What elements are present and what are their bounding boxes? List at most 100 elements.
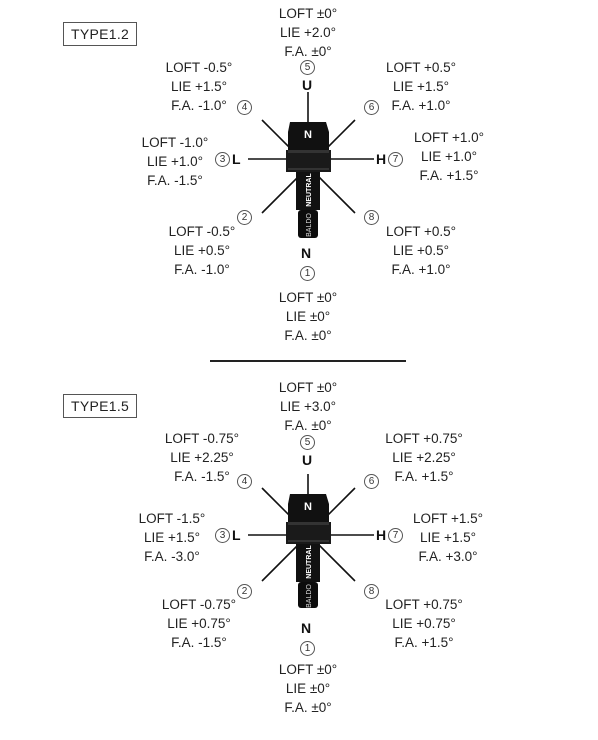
spec-position-1: LOFT ±0° LIE ±0° F.A. ±0° [264,288,352,345]
loft-value: LOFT -0.5° [165,60,233,75]
spec-position-5: LOFT ±0° LIE +3.0° F.A. ±0° [264,378,352,435]
brand-text: BALDO [306,213,313,237]
face-angle-value: F.A. ±0° [284,418,332,433]
shaft-text: NEUTRAL [306,173,313,207]
position-number-7: 7 [388,528,403,543]
face-angle-value: F.A. -1.5° [174,469,230,484]
position-number-7: 7 [388,152,403,167]
face-angle-value: F.A. +1.0° [391,262,451,277]
face-angle-value: F.A. ±0° [284,44,332,59]
position-number-8: 8 [364,584,379,599]
face-angle-value: F.A. +1.5° [419,168,479,183]
brand-text: BALDO [306,584,313,608]
lie-value: LIE +0.75° [167,616,231,631]
adapter-diagram: N NEUTRAL BALDO [248,474,374,608]
face-angle-value: F.A. -1.5° [171,635,227,650]
lie-value: LIE +1.0° [420,149,478,164]
loft-value: LOFT +0.75° [385,431,463,446]
loft-value: LOFT +1.0° [413,130,485,145]
type-label: TYPE1.5 [63,394,138,418]
position-number-1: 1 [300,641,315,656]
loft-value: LOFT -0.75° [164,431,240,446]
adapter-sleeve [286,494,331,608]
spec-position-3: LOFT -1.5° LIE +1.5° F.A. -3.0° [130,509,214,566]
position-number-3: 3 [215,152,230,167]
type-label: TYPE1.2 [63,22,138,46]
loft-value: LOFT -1.0° [141,135,209,150]
lie-value: LIE +0.5° [173,243,231,258]
position-number-4: 4 [237,474,252,489]
top-mark: N [304,501,312,513]
top-mark: N [304,129,312,141]
spec-position-4: LOFT -0.75° LIE +2.25° F.A. -1.5° [152,429,252,486]
section-divider [210,360,406,362]
position-number-5: 5 [300,435,315,450]
spec-position-2: LOFT -0.5° LIE +0.5° F.A. -1.0° [160,222,244,279]
face-angle-value: F.A. -1.0° [171,98,227,113]
lie-value: LIE +1.5° [170,79,228,94]
spec-position-7: LOFT +1.5° LIE +1.5° F.A. +3.0° [406,509,490,566]
loft-value: LOFT +0.5° [385,224,457,239]
lie-value: LIE +1.5° [419,530,477,545]
diagram-type-1-5: TYPE1.5 N NEUTRAL BALDO LOFT ±0° LIE +3.… [0,380,598,740]
direction-low: L [232,151,241,167]
lie-value: LIE +1.5° [392,79,450,94]
loft-value: LOFT ±0° [278,290,338,305]
lie-value: LIE +2.25° [170,450,234,465]
position-number-2: 2 [237,210,252,225]
position-number-5: 5 [300,60,315,75]
position-number-1: 1 [300,266,315,281]
spec-position-5: LOFT ±0° LIE +2.0° F.A. ±0° [264,4,352,61]
lie-value: LIE +1.5° [143,530,201,545]
shaft-text: NEUTRAL [306,545,313,579]
direction-high: H [376,527,387,543]
adapter-sleeve [286,122,331,238]
spec-position-8: LOFT +0.5° LIE +0.5° F.A. +1.0° [378,222,464,279]
loft-value: LOFT ±0° [278,6,338,21]
lie-value: LIE +2.0° [279,25,337,40]
lie-value: LIE +0.5° [392,243,450,258]
face-angle-value: F.A. -3.0° [144,549,200,564]
spec-position-1: LOFT ±0° LIE ±0° F.A. ±0° [264,660,352,717]
direction-neutral: N [301,245,312,261]
lie-value: LIE ±0° [285,309,331,324]
spec-position-3: LOFT -1.0° LIE +1.0° F.A. -1.5° [132,133,218,190]
spec-position-4: LOFT -0.5° LIE +1.5° F.A. -1.0° [150,58,248,115]
direction-upright: U [302,452,313,468]
loft-value: LOFT +1.5° [412,511,484,526]
loft-value: LOFT ±0° [278,380,338,395]
spec-position-7: LOFT +1.0° LIE +1.0° F.A. +1.5° [406,128,492,185]
diagram-type-1-2: TYPE1.2 N NEUTRAL BALDO LOFT ±0° LIE +2.… [0,0,598,360]
lie-value: LIE +0.75° [392,616,456,631]
position-number-6: 6 [364,474,379,489]
position-number-3: 3 [215,528,230,543]
face-angle-value: F.A. -1.5° [147,173,203,188]
position-number-8: 8 [364,210,379,225]
lie-value: LIE +2.25° [392,450,456,465]
loft-value: LOFT -0.75° [161,597,237,612]
lie-value: LIE +1.0° [146,154,204,169]
direction-upright: U [302,77,313,93]
loft-value: LOFT +0.5° [385,60,457,75]
position-number-2: 2 [237,584,252,599]
loft-value: LOFT +0.75° [385,597,463,612]
direction-neutral: N [301,620,312,636]
direction-low: L [232,527,241,543]
loft-value: LOFT -1.5° [138,511,206,526]
adapter-diagram: N NEUTRAL BALDO [248,92,374,238]
face-angle-value: F.A. +1.5° [394,635,454,650]
spec-position-2: LOFT -0.75° LIE +0.75° F.A. -1.5° [150,595,248,652]
direction-high: H [376,151,387,167]
lie-value: LIE +3.0° [279,399,337,414]
position-number-6: 6 [364,100,379,115]
position-number-4: 4 [237,100,252,115]
loft-value: LOFT ±0° [278,662,338,677]
spec-position-6: LOFT +0.75° LIE +2.25° F.A. +1.5° [376,429,472,486]
face-angle-value: F.A. +3.0° [418,549,478,564]
spec-position-8: LOFT +0.75° LIE +0.75° F.A. +1.5° [376,595,472,652]
face-angle-value: F.A. +1.5° [394,469,454,484]
face-angle-value: F.A. -1.0° [174,262,230,277]
loft-value: LOFT -0.5° [168,224,236,239]
face-angle-value: F.A. +1.0° [391,98,451,113]
face-angle-value: F.A. ±0° [284,328,332,343]
